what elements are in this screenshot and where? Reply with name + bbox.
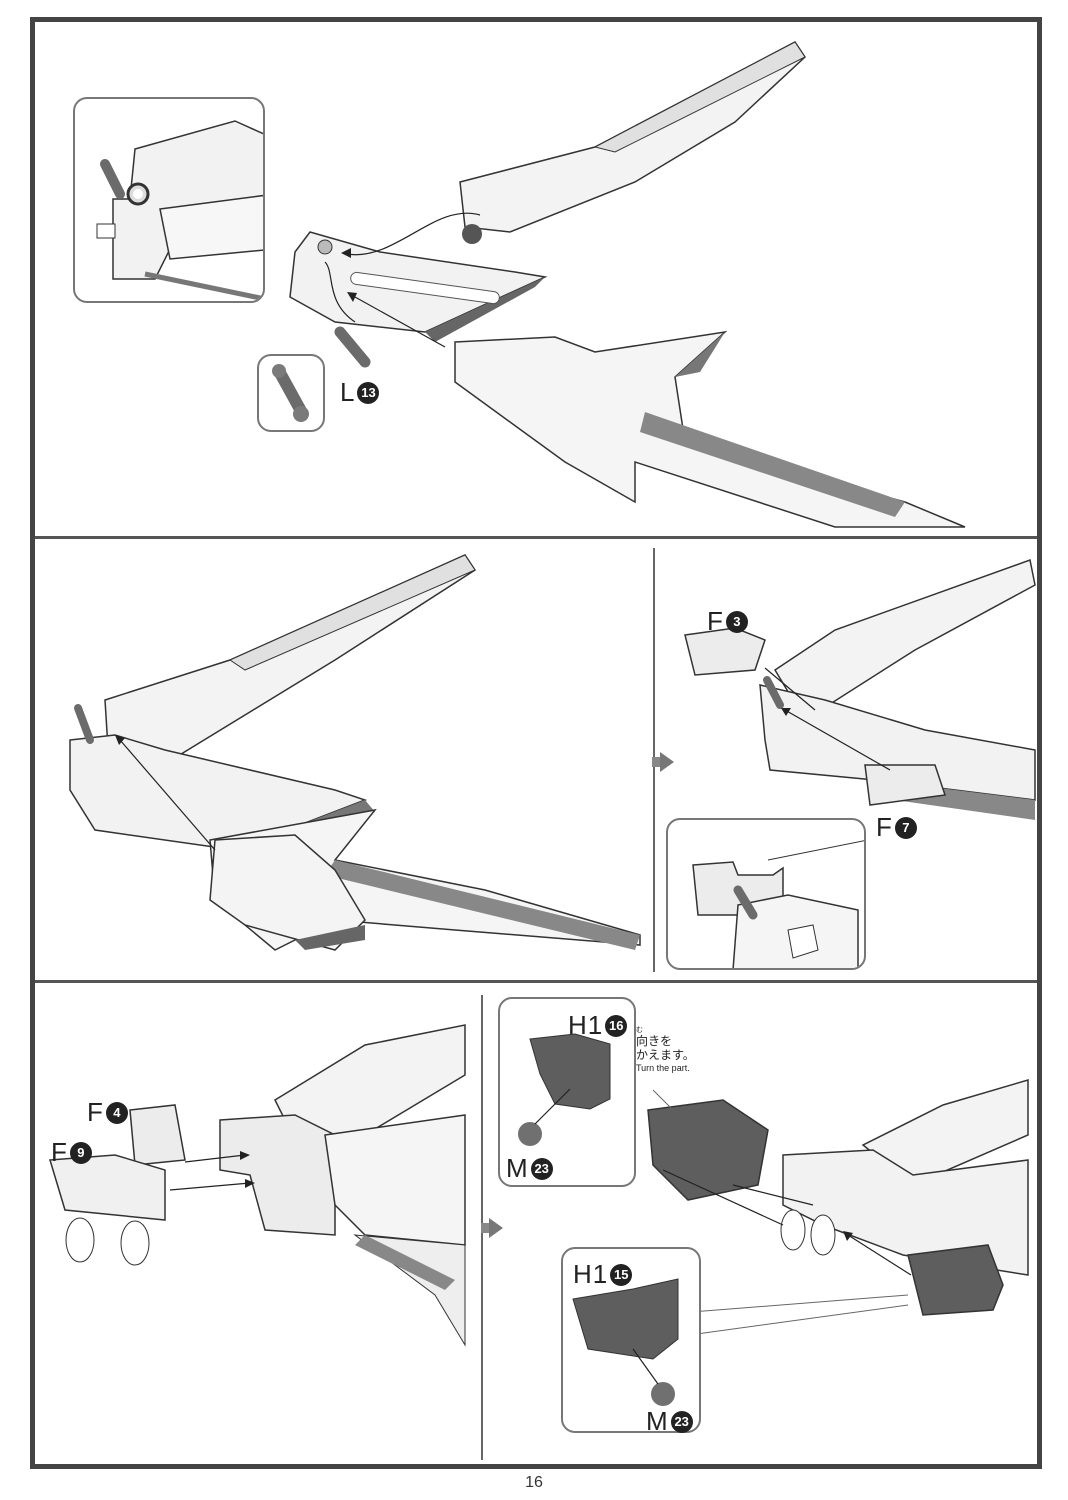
detail-illustration-2 (692, 840, 864, 968)
part-number-badge: 4 (105, 1101, 128, 1124)
step-arrow-icon (652, 752, 674, 772)
panel-divider-top (35, 536, 1037, 539)
runner-letter: F (707, 606, 724, 636)
part-number-badge: 15 (610, 1263, 633, 1286)
h1-15-illustration (572, 1278, 679, 1406)
runner-letter: M (506, 1153, 529, 1183)
note-furigana: む (636, 1027, 643, 1034)
panel-divider-bottom (35, 980, 1037, 983)
note-jp-line2: かえます。 (636, 1047, 695, 1062)
part-f9-icon (49, 1154, 166, 1221)
runner-letter: H1 (573, 1259, 609, 1289)
pin-closeup (272, 364, 309, 422)
part-number-badge: 16 (605, 1014, 628, 1037)
runner-letter: F (51, 1137, 68, 1167)
turn-part-note: む 向きを かえます。 Turn the part. (636, 1027, 695, 1073)
page-frame (30, 17, 1042, 1469)
runner-letter: L (340, 377, 356, 407)
page-number: 16 (525, 1474, 543, 1491)
note-en: Turn the part. (636, 1062, 690, 1073)
runner-letter: F (87, 1097, 104, 1127)
step-arrow-icon (481, 1218, 503, 1238)
part-number-badge: 23 (530, 1157, 553, 1180)
part-number-badge: 7 (894, 816, 917, 839)
part-h1-15-assembled-icon (907, 1244, 1004, 1316)
step-panel-2 (35, 540, 653, 976)
runner-letter: H1 (568, 1010, 604, 1040)
part-number-badge: 13 (357, 381, 380, 404)
runner-letter: F (876, 812, 893, 842)
detail-inset-2 (666, 818, 866, 970)
wing-assembly-illustration-3 (684, 559, 1036, 820)
part-h1-16-assembled-icon (647, 1099, 769, 1201)
wing-assembly-illustration-2 (69, 554, 641, 951)
wing-assembly-illustration-4 (49, 1024, 466, 1347)
wing-assembly-illustration (289, 41, 966, 528)
part-f4-icon (129, 1104, 186, 1166)
pin-icon (100, 159, 125, 199)
part-closeup-inset (257, 354, 325, 432)
detail-inset (73, 97, 265, 303)
wing-assembly-illustration-5 (647, 1078, 1029, 1341)
part-number-badge: 23 (670, 1410, 693, 1433)
part-f7-icon (864, 764, 946, 806)
part-f3-icon (684, 627, 766, 676)
detail-illustration (96, 120, 263, 301)
note-jp-line1: 向きを (636, 1034, 673, 1049)
part-number-badge: 9 (69, 1141, 92, 1164)
h1-16-illustration (518, 1033, 611, 1146)
part-l13-icon (334, 326, 371, 368)
part-number-badge: 3 (725, 610, 748, 633)
runner-letter: M (646, 1406, 669, 1436)
